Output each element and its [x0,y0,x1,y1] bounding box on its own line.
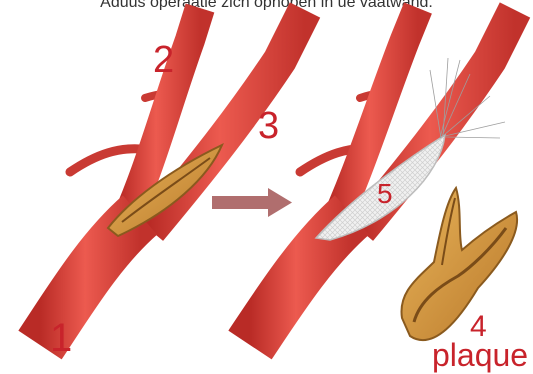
right-arrow-icon [212,188,292,217]
label-2: 2 [153,41,174,79]
plaque-label: plaque [432,339,528,371]
label-5: 5 [377,180,393,208]
label-3: 3 [258,107,279,145]
label-1: 1 [50,318,72,358]
removed-plaque [401,188,517,340]
